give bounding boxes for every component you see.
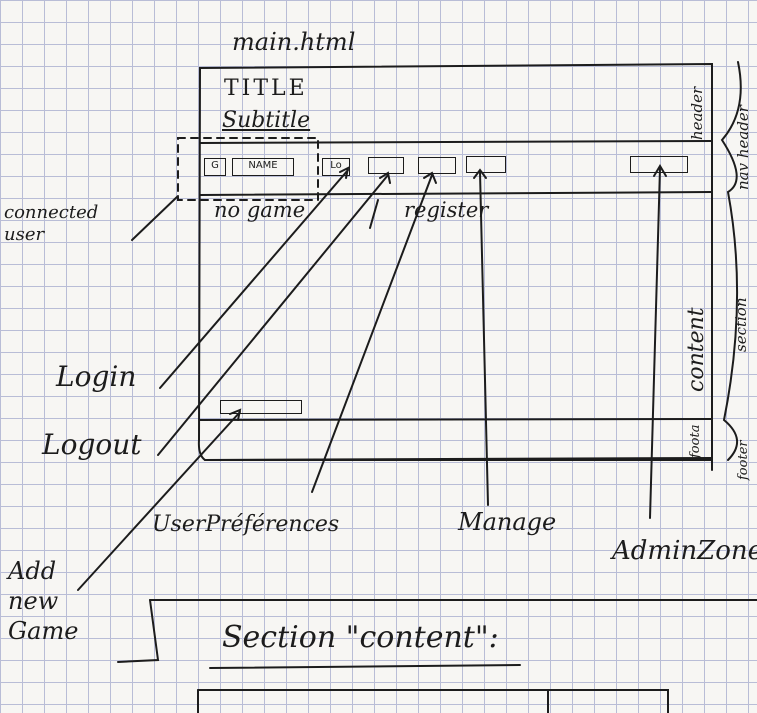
outer-bracket	[720, 61, 742, 461]
logout-box	[368, 157, 404, 174]
side-label-header: header	[688, 86, 706, 140]
side-label-foota: foota	[688, 424, 703, 458]
register-text: register	[404, 198, 489, 222]
logout-pointer	[157, 174, 389, 456]
mockup-subtitle: Subtitle	[222, 108, 311, 133]
filename-label: main.html	[232, 28, 356, 56]
callout-admin-zone: AdminZone	[612, 536, 757, 566]
footer-divider	[199, 418, 713, 421]
side-label-content: content	[684, 307, 709, 392]
callout-user-preferences: UserPréférences	[152, 512, 340, 537]
add-game-box	[220, 400, 302, 414]
header-divider	[199, 140, 713, 144]
partial-table	[197, 689, 669, 713]
callout-connected-user: connected user	[4, 202, 99, 245]
login-pointer	[159, 169, 349, 389]
user-preferences-pointer	[311, 174, 433, 493]
connected-user-dashed-box	[177, 137, 319, 201]
footer-bottom	[204, 457, 713, 461]
callout-manage: Manage	[458, 508, 557, 536]
side-label-footer: footer	[736, 440, 751, 480]
callout-logout: Logout	[42, 428, 142, 461]
add-game-pointer	[77, 411, 241, 591]
manage-box	[466, 156, 506, 173]
callout-add-new-game: Add new Game	[8, 557, 79, 645]
nav-divider	[199, 191, 713, 196]
register-slash	[369, 199, 379, 229]
admin-zone-box	[630, 156, 688, 173]
admin-zone-pointer	[649, 167, 661, 519]
mockup-title: TITLE	[224, 76, 308, 101]
side-label-nav-header: nav header	[734, 105, 752, 190]
no-game-text: no game	[214, 198, 306, 222]
connected-user-pointer	[131, 195, 179, 241]
section-heading: Section "content":	[222, 620, 499, 655]
manage-pointer	[479, 171, 489, 506]
name-box: NAME	[232, 158, 294, 176]
login-box: Lo	[322, 158, 350, 176]
avatar-box: G	[204, 158, 226, 176]
callout-login: Login	[56, 360, 137, 393]
user-preferences-box	[418, 157, 456, 174]
side-label-section: section	[732, 297, 750, 353]
